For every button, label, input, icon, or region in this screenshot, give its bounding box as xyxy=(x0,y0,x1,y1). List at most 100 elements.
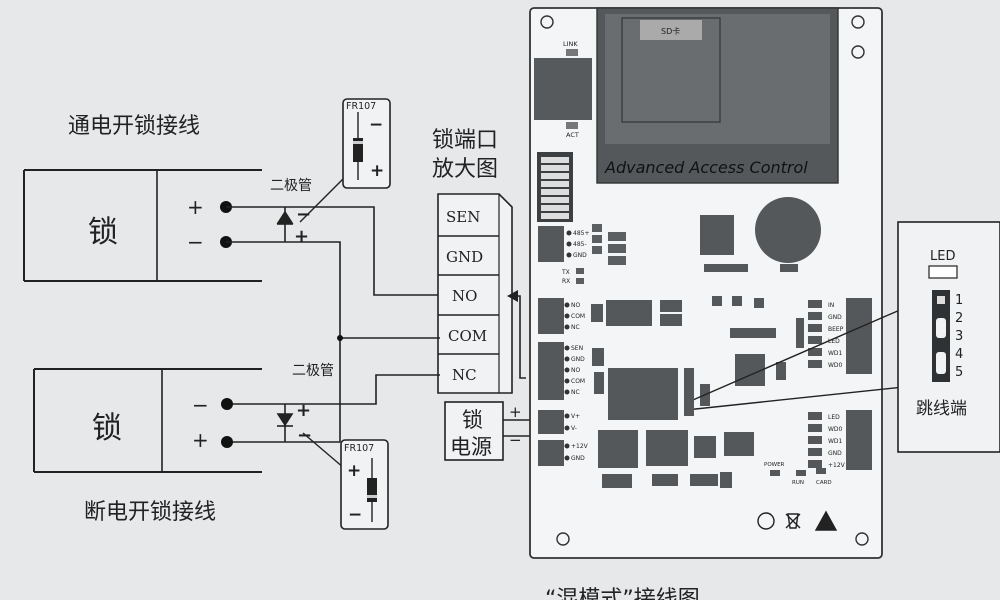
board-lock-pin-com: COM xyxy=(571,378,585,385)
bottom-diode-minus-mark: − xyxy=(297,425,312,446)
power-pin-vminus: V- xyxy=(571,425,577,432)
terminal-gnd: GND xyxy=(446,248,483,266)
link-led-label: LINK xyxy=(563,40,578,48)
com-junction xyxy=(337,335,343,341)
jumper-pin-3: 3 xyxy=(955,329,963,344)
top-lock-title: 通电开锁接线 xyxy=(68,114,200,139)
lock-power-line2: 电源 xyxy=(450,435,492,459)
magnify-arrow xyxy=(507,290,526,379)
com-wires xyxy=(227,337,440,443)
relay1-pin-com: COM xyxy=(571,313,585,320)
board-lock-terminal xyxy=(538,342,570,400)
top-lock-wires xyxy=(226,206,444,338)
lock-port-terminal-block xyxy=(437,193,513,394)
bottom-lock-terminal-minus xyxy=(221,398,233,410)
act-led-label: ACT xyxy=(566,131,579,139)
bottom-fr107-minus: − xyxy=(348,505,362,525)
lcd-panel xyxy=(596,7,839,184)
right-bottom-pin-3: WD1 xyxy=(828,438,843,445)
top-fr107-plus: + xyxy=(370,161,384,181)
right-bottom-pin-2: WD0 xyxy=(828,426,843,433)
rs485-pin-3: GND xyxy=(573,252,587,259)
bottom-lock-box xyxy=(33,368,262,473)
top-lock-box xyxy=(23,169,262,282)
jumper-caption: 跳线端 xyxy=(916,399,967,419)
jumper-pin-5: 5 xyxy=(955,365,963,380)
jumper-callout-lines xyxy=(685,295,933,411)
board-lock-pin-sen: SEN xyxy=(571,345,583,352)
bottom-diode-plus-mark: + xyxy=(296,400,311,421)
jumper-header-small xyxy=(684,370,694,416)
rs485-pin-2: 485- xyxy=(573,241,587,248)
esd-warning-icon xyxy=(814,510,838,531)
compliance-icons xyxy=(757,510,838,531)
dip-switch xyxy=(537,152,573,222)
right-top-pin-2: GND xyxy=(828,314,842,321)
rs485-terminal xyxy=(538,226,572,262)
top-diode-plus-mark: + xyxy=(294,226,309,247)
jumper-pin-1: 1 xyxy=(955,293,963,308)
board-lock-pin-no: NO xyxy=(571,367,580,374)
rx-label: RX xyxy=(562,278,570,285)
top-lock-plus: + xyxy=(187,195,204,219)
status-led-run: RUN xyxy=(792,480,804,486)
bottom-fr107-callout xyxy=(340,439,389,530)
top-callout-line xyxy=(299,175,347,223)
bottom-callout-line xyxy=(302,432,345,469)
lock-port-title-1: 锁端口 xyxy=(432,128,498,153)
status-leds xyxy=(770,468,826,476)
top-fr107-part: FR107 xyxy=(346,101,376,112)
nc-wire xyxy=(227,374,440,405)
bottom-lock-title: 断电开锁接线 xyxy=(84,500,216,525)
right-bottom-pin-1: LED xyxy=(828,414,840,421)
lock-power-plus: + xyxy=(509,403,522,421)
top-diode-symbol xyxy=(276,210,294,225)
lock-power-box xyxy=(444,401,504,461)
power-components xyxy=(598,430,754,488)
bottom-diode-label: 二极管 xyxy=(292,363,334,379)
status-led-card: CARD xyxy=(816,480,832,486)
top-diode-label: 二极管 xyxy=(270,178,312,194)
aux-terminal xyxy=(538,440,570,466)
right-bottom-pin-4: GND xyxy=(828,450,842,457)
power-terminal xyxy=(538,410,570,434)
right-top-pin-4: LED xyxy=(828,338,840,345)
weee-bin-icon xyxy=(785,513,801,529)
right-top-pin-6: WD0 xyxy=(828,362,843,369)
recycle-icon xyxy=(757,512,775,530)
relay1-pin-no: NO xyxy=(571,302,580,309)
bottom-fr107-part: FR107 xyxy=(344,443,374,454)
aux-pin-12v: +12V xyxy=(571,443,589,450)
bottom-lock-minus: − xyxy=(192,393,209,417)
right-top-pin-1: IN xyxy=(828,302,834,309)
board-lock-pin-nc: NC xyxy=(571,389,580,396)
top-fr107-minus: − xyxy=(369,115,383,135)
bottom-fr107-plus: + xyxy=(347,461,361,481)
bottom-lock-plus: + xyxy=(192,428,209,452)
relay1-terminal xyxy=(538,298,570,334)
rs485-components xyxy=(576,224,626,284)
terminal-sen: SEN xyxy=(446,208,480,226)
jumper-led-label: LED xyxy=(930,249,955,264)
aux-pin-gnd: GND xyxy=(571,455,585,462)
terminal-nc: NC xyxy=(452,366,477,384)
relay1-pin-nc: NC xyxy=(571,324,580,331)
lock-port-title-2: 放大图 xyxy=(432,157,498,182)
status-led-power: POWER xyxy=(764,462,785,468)
right-top-pin-3: BEEP xyxy=(828,326,844,333)
top-lock-label: 锁 xyxy=(88,215,118,250)
top-diode-minus-mark: − xyxy=(296,204,311,225)
board-lock-pin-gnd: GND xyxy=(571,356,585,363)
jumper-pin-2: 2 xyxy=(955,311,963,326)
top-lock-minus: − xyxy=(187,230,204,254)
right-top-pin-5: WD1 xyxy=(828,350,843,357)
sd-card-label: SD卡 xyxy=(661,26,680,36)
board-label: Advanced Access Control xyxy=(604,158,808,177)
jumper-pin-4: 4 xyxy=(955,347,963,362)
terminal-no: NO xyxy=(452,287,477,305)
right-terminal-top xyxy=(808,298,872,374)
power-pin-vplus: V+ xyxy=(571,413,580,420)
rs485-pin-1: 485+ xyxy=(573,230,589,237)
lock-power-minus: − xyxy=(509,431,522,449)
